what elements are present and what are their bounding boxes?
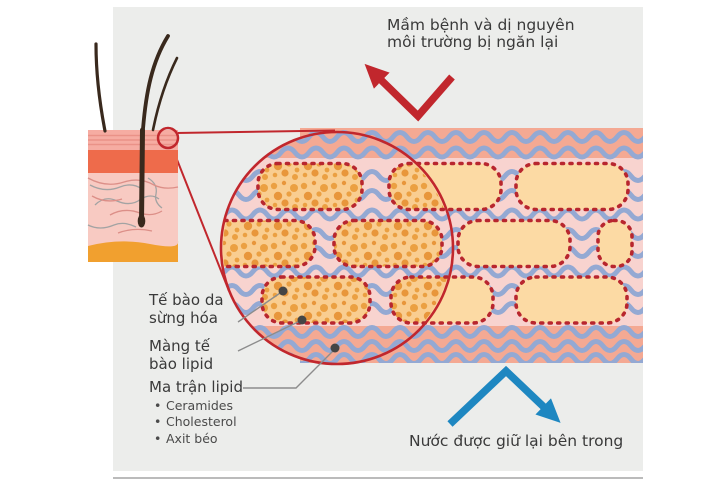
bottom-edge-line bbox=[113, 477, 643, 479]
water-retained-arrow-icon bbox=[447, 365, 561, 427]
pathogen-annotation-line1: Mầm bệnh và dị nguyên bbox=[387, 16, 575, 34]
list-item: • Cholesterol bbox=[154, 414, 237, 430]
pathogen-annotation-line2: môi trường bị ngăn lại bbox=[387, 33, 559, 51]
dermis-lines-gray bbox=[87, 177, 163, 229]
stratum-corneum-band bbox=[221, 128, 643, 364]
magnifier-small-circle bbox=[156, 126, 180, 150]
label-dots bbox=[278, 286, 340, 353]
bullet-icon: • bbox=[154, 430, 162, 446]
subcutis-layer bbox=[88, 241, 179, 262]
lipid-components-list: • Ceramides • Cholesterol • Axit béo bbox=[154, 398, 237, 447]
water-annotation: Nước được giữ lại bên trong bbox=[409, 432, 624, 450]
leader-lines bbox=[237, 290, 336, 389]
hairs bbox=[94, 34, 179, 133]
pathogen-annotation: Mầm bệnh và dị nguyên môi trường bị ngăn… bbox=[387, 17, 575, 51]
hair-follicle bbox=[139, 127, 145, 225]
label-lipid-matrix: Ma trận lipid bbox=[149, 378, 243, 396]
bullet-icon: • bbox=[154, 398, 162, 413]
label-corneocyte: Tế bào da sừng hóa bbox=[149, 291, 224, 327]
magnifier-lines bbox=[171, 129, 336, 292]
bullet-icon: • bbox=[154, 414, 162, 430]
pathogen-blocked-arrow-icon bbox=[364, 63, 455, 122]
skin-cross-section bbox=[87, 127, 179, 262]
label-lipid-membrane: Màng tế bào lipid bbox=[149, 337, 214, 373]
magnified-view-circle bbox=[219, 130, 455, 366]
list-item: • Axit béo bbox=[154, 430, 218, 446]
list-item: • Ceramides bbox=[154, 398, 234, 413]
